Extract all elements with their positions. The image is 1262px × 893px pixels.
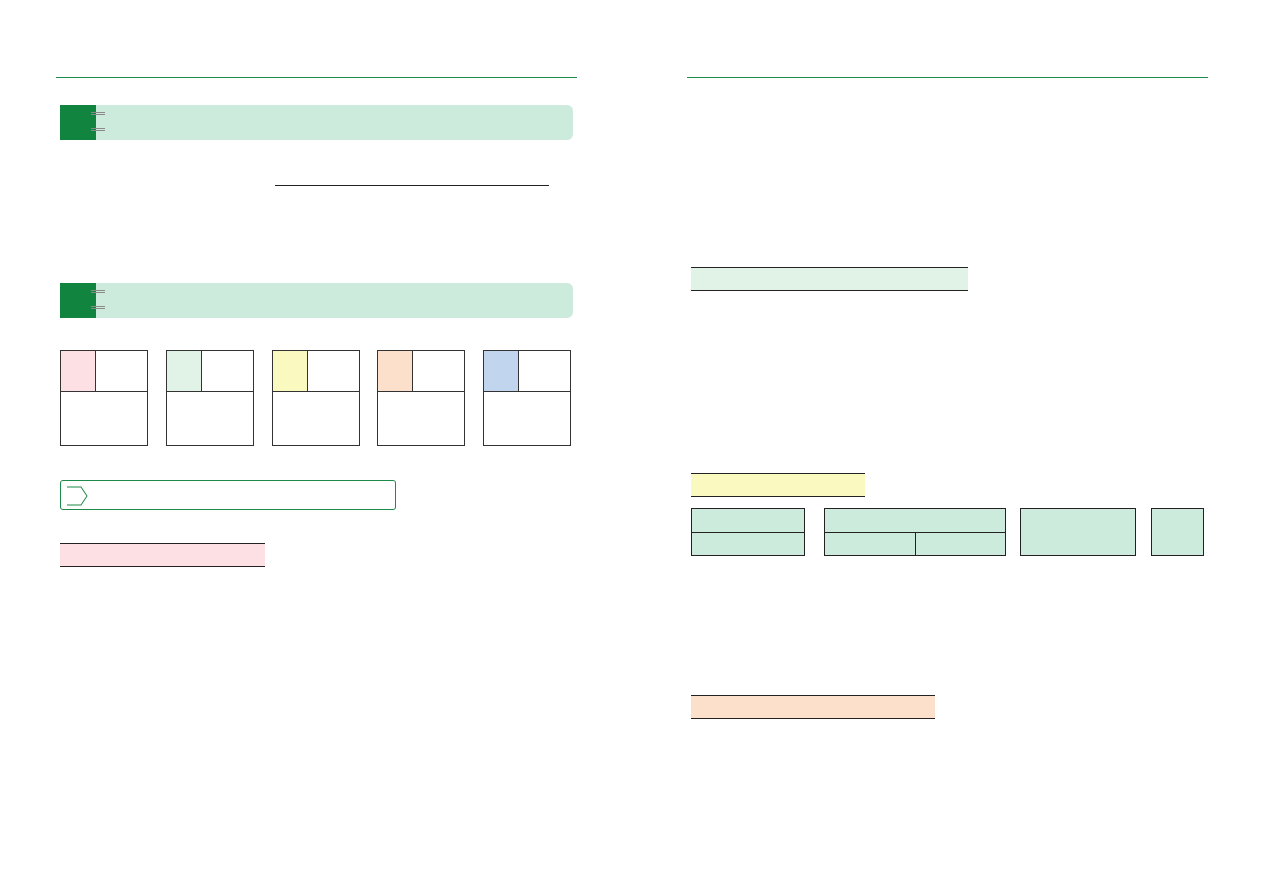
right-header-rule [687, 77, 1208, 78]
note-callout [60, 480, 396, 510]
color-card-1 [60, 350, 148, 446]
binder-ring-icon [91, 127, 105, 132]
binder-ring-icon [91, 111, 105, 116]
section-heading-2 [60, 283, 573, 318]
color-card-5 [483, 350, 571, 446]
yellow-subheading-band [691, 473, 865, 497]
card-divider [273, 391, 359, 392]
card-divider [484, 391, 570, 392]
table-divider [692, 532, 804, 533]
table-box-3 [1020, 508, 1136, 556]
green-subheading-band [691, 267, 968, 291]
color-card-3 [272, 350, 360, 446]
section-heading-1 [60, 105, 573, 140]
card-swatch [378, 351, 413, 392]
section-badge [60, 105, 96, 140]
color-card-4 [377, 350, 465, 446]
pink-subheading-band [60, 543, 265, 567]
card-divider [378, 391, 464, 392]
table-box-1 [691, 508, 805, 556]
card-divider [167, 391, 253, 392]
color-card-2 [166, 350, 254, 446]
orange-subheading-band [691, 695, 935, 719]
section-badge [60, 283, 96, 318]
chevron-right-icon [67, 483, 91, 513]
fill-in-blank-line [275, 185, 549, 186]
table-box-2 [824, 508, 1006, 556]
binder-ring-icon [91, 305, 105, 310]
table-divider [915, 532, 916, 555]
table-box-4 [1151, 508, 1204, 556]
card-swatch [273, 351, 308, 392]
binder-ring-icon [91, 289, 105, 294]
card-swatch [484, 351, 519, 392]
left-header-rule [56, 77, 577, 78]
card-divider [61, 391, 147, 392]
card-swatch [61, 351, 96, 392]
card-swatch [167, 351, 202, 392]
